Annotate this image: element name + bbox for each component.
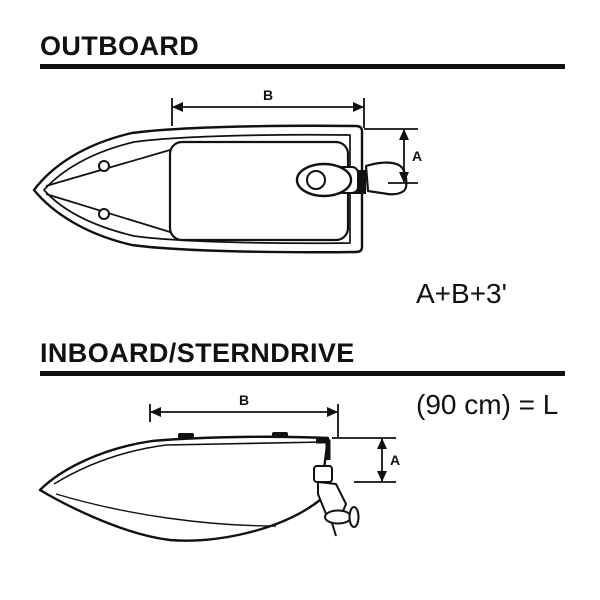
dim-b-arrowhead-right: [327, 407, 338, 417]
outboard-motor: [297, 163, 406, 196]
outboard-formula-line2: (90 cm) = L: [416, 389, 559, 420]
outboard-boat-diagram: B A: [20, 87, 422, 290]
inboard-title-rule: [40, 371, 565, 376]
dim-b-label: B: [239, 392, 249, 408]
dimension-a: A: [364, 129, 422, 183]
dim-a-label: A: [390, 452, 400, 468]
bow-ring-top: [99, 161, 109, 171]
transom-bracket: [316, 441, 328, 460]
boat-topview-illustration: [34, 126, 406, 252]
dim-b-arrowhead-left: [172, 102, 183, 112]
dim-b-arrowhead-right: [353, 102, 364, 112]
gimbal-housing: [314, 466, 332, 482]
skeg: [332, 523, 336, 536]
bow-ring-bottom: [99, 209, 109, 219]
dim-b-arrowhead-left: [150, 407, 161, 417]
dim-a-label: A: [412, 148, 422, 164]
inboard-section-title: INBOARD/STERNDRIVE: [40, 338, 355, 368]
dim-a-arrowhead-bottom: [399, 172, 409, 183]
dimension-b: B: [172, 87, 364, 128]
outboard-formula: A+B+3' (90 cm) = L: [416, 201, 558, 497]
motor-cowl-cap: [307, 171, 325, 189]
sheer-line: [54, 442, 324, 484]
cleat-forward: [178, 433, 194, 439]
sterndrive-unit: [314, 466, 359, 536]
outboard-title-rule: [40, 64, 565, 69]
inboard-formula: A+B = L: [452, 518, 561, 600]
propeller: [350, 507, 359, 527]
gearcase-torpedo: [325, 511, 351, 524]
dimension-a: A: [332, 438, 400, 482]
boat-sideview-illustration: [40, 432, 359, 541]
cleat-aft: [272, 432, 288, 438]
dim-a-arrowhead-bottom: [377, 471, 387, 482]
inboard-formula-line: A+B = L: [452, 592, 561, 600]
hull-profile: [40, 437, 328, 541]
dimension-b: B: [150, 392, 338, 437]
motor-midsection: [366, 163, 406, 195]
outboard-section-title: OUTBOARD: [40, 31, 200, 61]
dim-a-arrowhead-top: [399, 129, 409, 140]
dim-b-label: B: [263, 87, 273, 103]
outboard-formula-line1: A+B+3': [416, 278, 507, 309]
dim-a-arrowhead-top: [377, 438, 387, 449]
chine-line: [56, 494, 276, 526]
inboard-boat-diagram: B A: [20, 392, 400, 570]
